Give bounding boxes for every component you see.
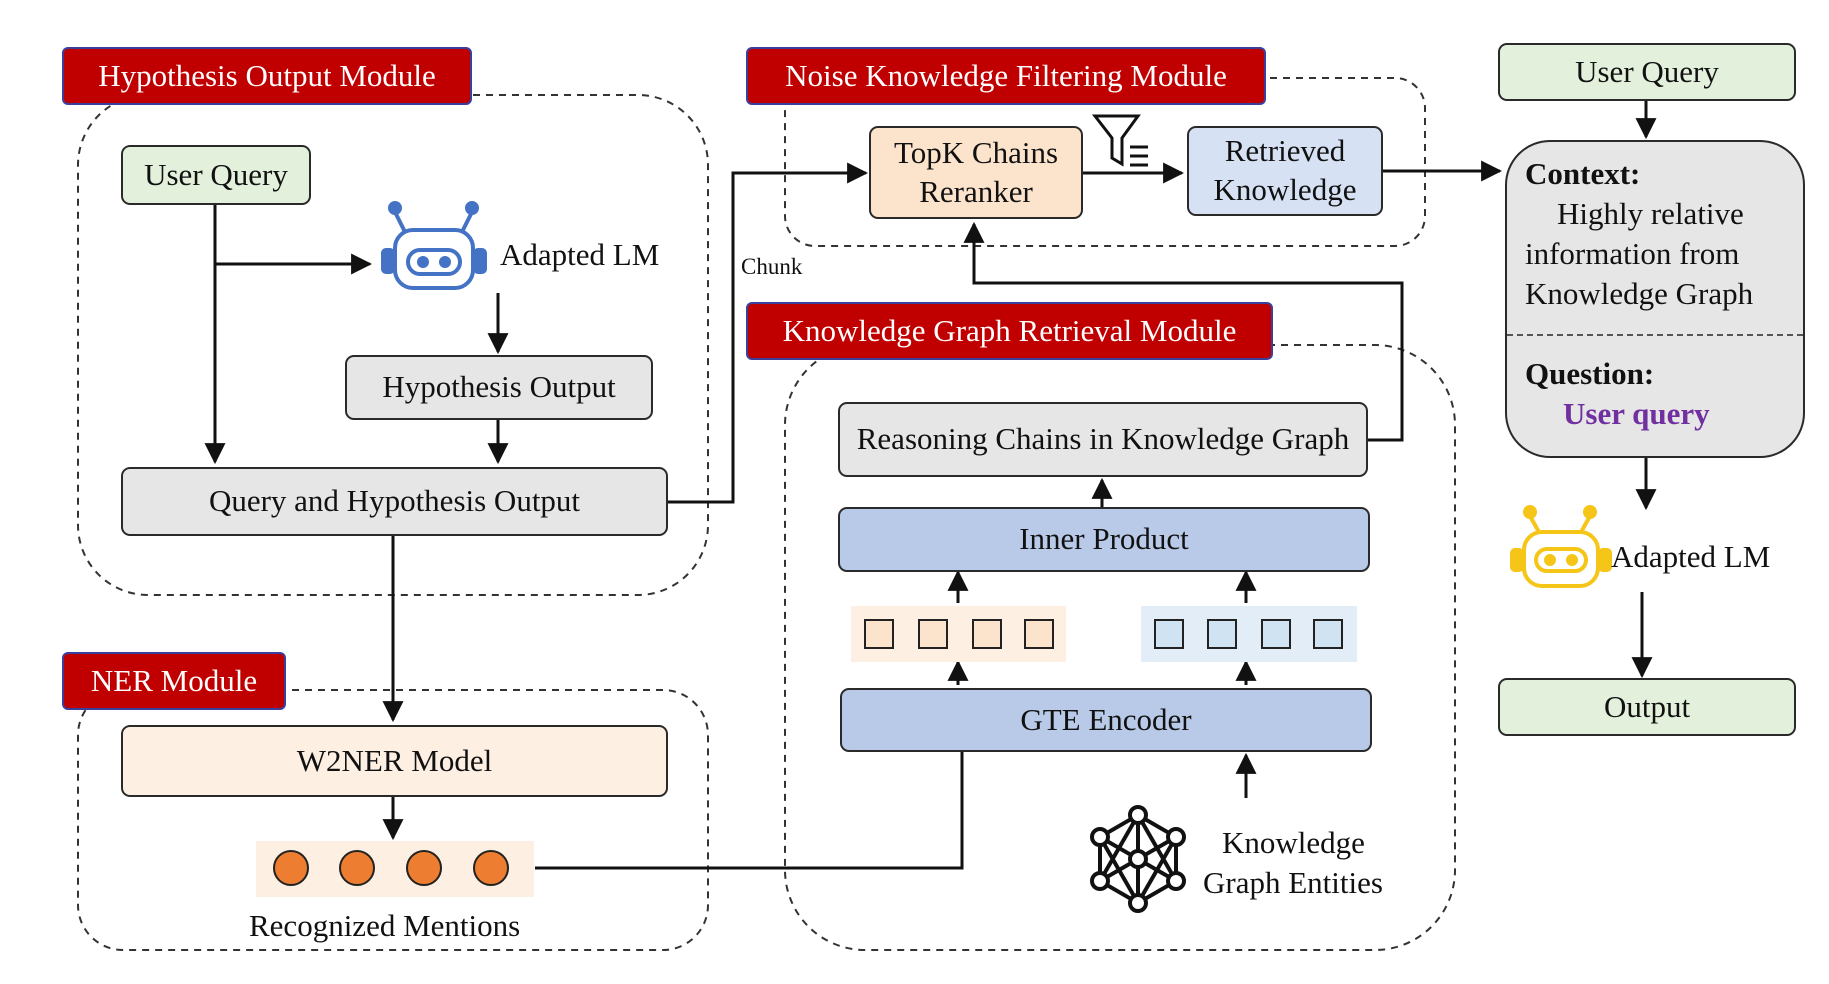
kg-entities-label-line2: Graph Entities (1203, 865, 1383, 900)
context-line-3: Knowledge Graph (1525, 276, 1754, 311)
mention-embedding-cell (864, 619, 894, 649)
entity-embedding-cell (1207, 619, 1237, 649)
context-box: Context: Highly relative information fro… (1505, 140, 1805, 458)
chunk-label: Chunk (741, 254, 803, 279)
output-box: Output (1498, 678, 1796, 736)
retrieved-knowledge-box: Retrieved Knowledge (1187, 126, 1383, 216)
ner-module-region (77, 689, 709, 951)
kg-module-region (784, 344, 1456, 951)
right-adapted-lm-label: Adapted LM (1611, 539, 1771, 574)
right-user-query-box: User Query (1498, 43, 1796, 101)
question-value: User query (1563, 396, 1710, 431)
context-label: Context: (1525, 156, 1641, 191)
mention-dot (406, 850, 442, 886)
ner-module-tag: NER Module (62, 652, 286, 710)
mention-embedding-cell (972, 619, 1002, 649)
inner-product-box: Inner Product (838, 507, 1370, 572)
query-and-hypothesis-box: Query and Hypothesis Output (121, 467, 668, 536)
arrow-chains-to-reranker (963, 221, 1404, 442)
reranker-line2: Reranker (919, 173, 1033, 209)
hypothesis-module-tag: Hypothesis Output Module (62, 47, 472, 105)
w2ner-model-box: W2NER Model (121, 725, 668, 797)
entity-embedding-cell (1154, 619, 1184, 649)
context-line-1: Highly relative (1557, 196, 1744, 231)
retrieved-line1: Retrieved (1224, 133, 1346, 169)
mention-dot (273, 850, 309, 886)
filter-icon (1091, 114, 1148, 167)
retrieved-line2: Knowledge (1213, 172, 1357, 207)
kg-module-tag: Knowledge Graph Retrieval Module (746, 302, 1273, 360)
robot-icon-yellow (1510, 505, 1612, 588)
entity-embedding-cell (1261, 619, 1291, 649)
knowledge-graph-icon (1090, 805, 1186, 913)
mention-embedding-cell (1024, 619, 1054, 649)
recognized-mentions-label: Recognized Mentions (249, 908, 521, 943)
adapted-lm-label: Adapted LM (500, 237, 660, 272)
gte-encoder-box: GTE Encoder (840, 688, 1372, 752)
topk-reranker-box: TopK Chains Reranker (869, 126, 1083, 219)
user-query-box: User Query (121, 145, 311, 205)
noise-module-tag: Noise Knowledge Filtering Module (746, 47, 1266, 105)
arrow-chunk-to-reranker (668, 162, 869, 504)
mention-embedding-cell (918, 619, 948, 649)
reasoning-chains-box: Reasoning Chains in Knowledge Graph (838, 402, 1368, 477)
robot-icon (381, 201, 487, 290)
question-label: Question: (1525, 356, 1655, 391)
hypothesis-output-box: Hypothesis Output (345, 355, 653, 420)
context-divider (1507, 334, 1803, 336)
context-line-2: information from (1525, 236, 1740, 271)
reranker-line1: TopK Chains (893, 134, 1059, 170)
line-mentions-to-gte (535, 752, 964, 870)
kg-entities-label-line1: Knowledge (1222, 825, 1365, 860)
mention-dot (473, 850, 509, 886)
entity-embedding-cell (1313, 619, 1343, 649)
mention-dot (339, 850, 375, 886)
